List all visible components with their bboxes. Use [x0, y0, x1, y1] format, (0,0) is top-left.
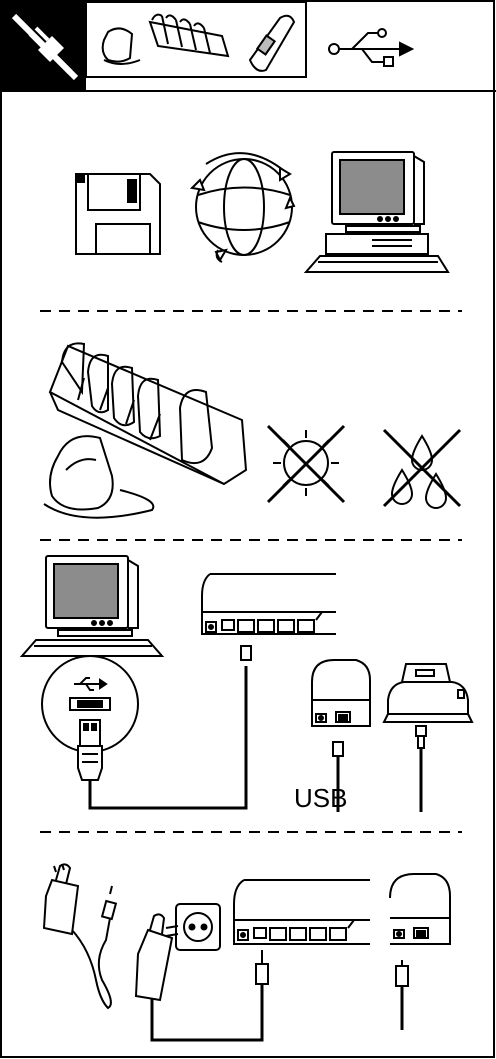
- charging-rack-icon: [48, 342, 248, 486]
- usb-port-closeup: [41, 655, 139, 753]
- usb-label: USB: [294, 783, 348, 813]
- floppy-disk-icon: [75, 173, 161, 255]
- base-unit-power: [233, 879, 370, 945]
- no-water-icon: [382, 428, 462, 509]
- handset-icon: [248, 14, 296, 72]
- globe-icon: [189, 152, 296, 263]
- cradle-unit: [382, 663, 474, 812]
- single-cradle-icon: [101, 27, 141, 65]
- wall-socket-icon: [175, 903, 221, 951]
- desktop-computer-icon: [303, 151, 450, 273]
- unplug-icon: [2, 2, 86, 91]
- charger-unit: [311, 659, 371, 812]
- power-adapter-plugged: [134, 913, 269, 1042]
- base-unit: [201, 573, 336, 635]
- charger-unit-power: [389, 873, 451, 1030]
- computer-icon: [19, 555, 165, 657]
- usb-plug: [77, 645, 252, 810]
- desk-cradle-icon: [43, 435, 155, 519]
- no-sun-icon: [266, 424, 346, 504]
- power-adapter-icon: [42, 863, 118, 1010]
- multi-cradle-icon: [148, 13, 230, 58]
- usb-symbol-icon: [328, 28, 415, 67]
